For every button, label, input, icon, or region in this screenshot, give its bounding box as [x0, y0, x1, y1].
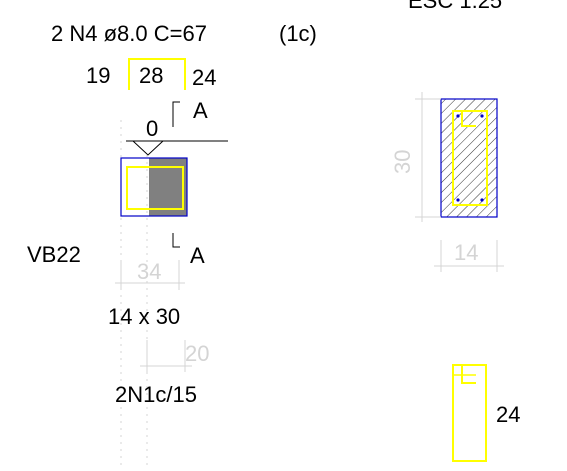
stirrup-shape — [128, 58, 186, 90]
section-cut-mark-bottom — [172, 233, 180, 248]
bar-spec-label: 2 N4 ø8.0 C=67 — [51, 21, 207, 46]
beam-column-outline — [120, 157, 188, 217]
level-label: 0 — [146, 116, 158, 141]
cross-section-stirrup — [452, 110, 488, 206]
rebar-dot-top-left — [456, 114, 460, 118]
span-length-label: 34 — [137, 259, 161, 284]
beam-dims-label: 14 x 30 — [108, 304, 180, 329]
cross-section-stirrup-hook — [461, 111, 476, 127]
stirrup-top-dim: 28 — [139, 63, 163, 88]
hook-bar-shape — [452, 364, 487, 462]
section-height-label: 30 — [390, 150, 415, 174]
hook-bar-hook — [461, 365, 476, 384]
stirrup-spec-label: 2N1c/15 — [115, 382, 197, 407]
rebar-dot-bottom-right — [480, 198, 484, 202]
section-width-label: 14 — [454, 240, 478, 265]
scale-label: ESC 1:25 — [408, 0, 502, 13]
stirrup-right-dim: 24 — [192, 65, 216, 90]
stirrup-left-dim: 19 — [86, 63, 110, 88]
section-marker-bottom: A — [190, 243, 205, 268]
beam-rebar-outline — [126, 166, 184, 210]
hook-length-label: 24 — [496, 402, 520, 427]
stirrup-spacing-label: 20 — [185, 341, 209, 366]
level-triangle — [131, 140, 165, 156]
rebar-dot-bottom-left — [456, 198, 460, 202]
section-marker-top: A — [193, 98, 208, 123]
rebar-dot-top-right — [480, 114, 484, 118]
section-cut-mark-top — [172, 101, 180, 127]
beam-id-label: VB22 — [27, 242, 81, 267]
bar-position-label: (1c) — [279, 21, 317, 46]
cross-section-hatch — [440, 98, 498, 218]
